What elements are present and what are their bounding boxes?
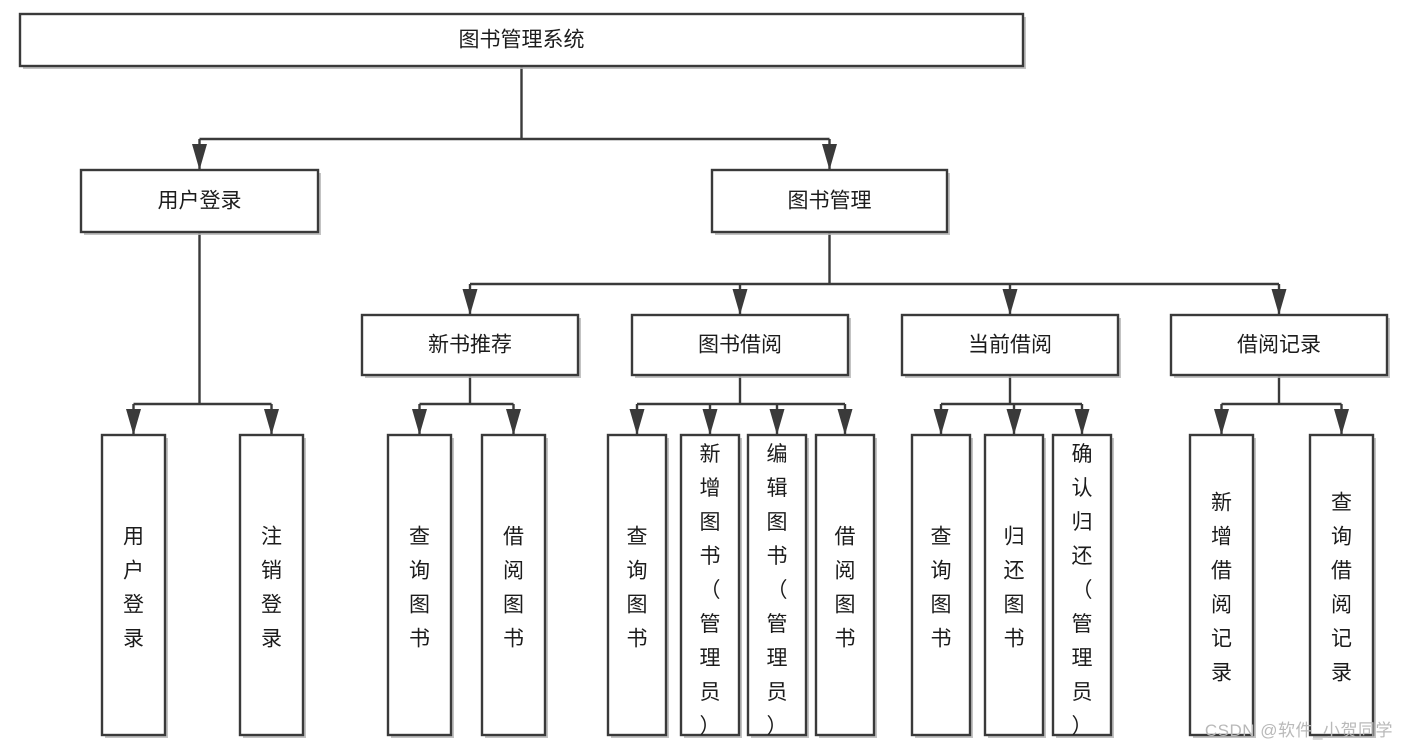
node-label: 图书管理系统 <box>459 29 585 52</box>
arrow-head-icon <box>822 144 837 170</box>
arrow-head-icon <box>1074 409 1090 435</box>
node-label: 借阅图书 <box>835 526 856 651</box>
node-root[interactable]: 图书管理系统 <box>18 12 1026 69</box>
arrow-head-icon <box>702 409 718 435</box>
node-rect[interactable] <box>1051 433 1113 737</box>
connector-layer <box>126 66 1349 435</box>
node-label: 新增借阅记录 <box>1211 492 1232 685</box>
node-user-login[interactable]: 用户登录 <box>79 168 321 235</box>
node-rect[interactable] <box>983 433 1045 737</box>
arrow-head-icon <box>1271 289 1287 315</box>
arrow-head-icon <box>506 409 521 435</box>
arrow-head-icon <box>769 409 785 435</box>
node-label: 图书管理 <box>788 190 872 213</box>
node-rect[interactable] <box>746 433 808 737</box>
node-label: 借阅图书 <box>503 526 524 651</box>
node-rect[interactable] <box>1188 433 1255 737</box>
csdn-watermark: CSDN @软件_小贺同学 <box>1204 721 1393 740</box>
node-leaf-add-record[interactable]: 新增借阅记录 <box>1188 433 1256 738</box>
node-leaf-query-record[interactable]: 查询借阅记录 <box>1308 433 1376 738</box>
node-current-borrow[interactable]: 当前借阅 <box>900 313 1121 378</box>
arrow-head-icon <box>462 289 478 315</box>
node-label: 当前借阅 <box>968 334 1052 357</box>
node-leaf-query-book-2[interactable]: 查询图书 <box>606 433 669 738</box>
node-rect[interactable] <box>900 313 1120 377</box>
node-leaf-edit-book[interactable]: 编辑图书（管理员） <box>746 433 809 738</box>
arrow-head-icon <box>732 289 748 315</box>
node-label: 图书借阅 <box>698 334 782 357</box>
node-rect[interactable] <box>1169 313 1389 377</box>
node-label: 用户登录 <box>158 190 242 213</box>
node-rect[interactable] <box>1308 433 1375 737</box>
node-label: 借阅记录 <box>1237 334 1321 357</box>
node-rect[interactable] <box>79 168 320 234</box>
node-rect[interactable] <box>710 168 949 234</box>
arrow-head-icon <box>264 409 279 435</box>
node-label: 查询图书 <box>409 526 430 651</box>
node-label: 新书推荐 <box>428 334 512 357</box>
arrow-head-icon <box>1214 409 1229 435</box>
node-leaf-confirm-return[interactable]: 确认归还（管理员） <box>1051 433 1114 738</box>
arrow-head-icon <box>126 409 141 435</box>
node-new-book-recommend[interactable]: 新书推荐 <box>360 313 581 378</box>
node-leaf-query-book-3[interactable]: 查询图书 <box>910 433 973 738</box>
node-label: 用户登录 <box>123 526 144 651</box>
node-book-borrow[interactable]: 图书借阅 <box>630 313 851 378</box>
node-leaf-add-book[interactable]: 新增图书（管理员） <box>679 433 742 738</box>
node-label: 归还图书 <box>1004 526 1025 651</box>
node-rect[interactable] <box>606 433 668 737</box>
node-leaf-query-book-1[interactable]: 查询图书 <box>386 433 454 738</box>
node-label: 确认归还（管理员） <box>1072 443 1093 738</box>
node-rect[interactable] <box>630 313 850 377</box>
node-layer: 图书管理系统用户登录图书管理新书推荐图书借阅当前借阅借阅记录用户登录注销登录查询… <box>18 12 1390 738</box>
arrow-head-icon <box>629 409 645 435</box>
node-rect[interactable] <box>18 12 1025 68</box>
arrow-head-icon <box>192 144 207 170</box>
node-book-manage[interactable]: 图书管理 <box>710 168 950 235</box>
arrow-head-icon <box>933 409 949 435</box>
node-label: 编辑图书（管理员） <box>767 443 788 738</box>
node-label: 查询图书 <box>931 526 952 651</box>
node-rect[interactable] <box>100 433 167 737</box>
node-leaf-borrow-book-2[interactable]: 借阅图书 <box>814 433 877 738</box>
node-leaf-return-book[interactable]: 归还图书 <box>983 433 1046 738</box>
arrow-head-icon <box>837 409 853 435</box>
node-rect[interactable] <box>360 313 580 377</box>
node-rect[interactable] <box>910 433 972 737</box>
node-rect[interactable] <box>480 433 547 737</box>
arrow-head-icon <box>1334 409 1349 435</box>
node-rect[interactable] <box>679 433 741 737</box>
arrow-head-icon <box>1002 289 1018 315</box>
node-label: 查询借阅记录 <box>1331 492 1352 685</box>
node-leaf-user-logout[interactable]: 注销登录 <box>238 433 306 738</box>
node-leaf-user-login[interactable]: 用户登录 <box>100 433 168 738</box>
node-label: 查询图书 <box>627 526 648 651</box>
node-leaf-borrow-book-1[interactable]: 借阅图书 <box>480 433 548 738</box>
node-rect[interactable] <box>814 433 876 737</box>
node-rect[interactable] <box>238 433 305 737</box>
arrow-head-icon <box>412 409 427 435</box>
node-borrow-record[interactable]: 借阅记录 <box>1169 313 1390 378</box>
node-label: 注销登录 <box>261 526 282 651</box>
arrow-head-icon <box>1006 409 1022 435</box>
node-label: 新增图书（管理员） <box>700 443 721 738</box>
node-rect[interactable] <box>386 433 453 737</box>
